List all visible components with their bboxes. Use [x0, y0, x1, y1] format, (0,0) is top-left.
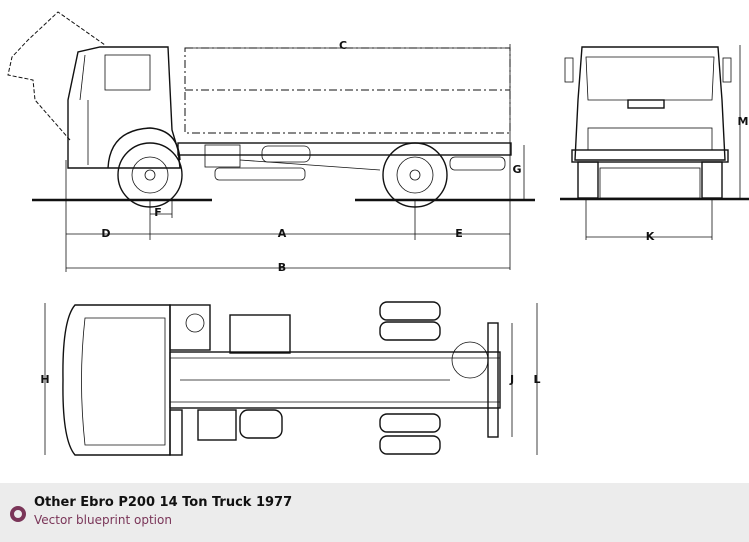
dim-label-m: M [738, 115, 749, 128]
dim-label-e: E [455, 227, 463, 240]
dim-label-g: G [512, 163, 521, 176]
top-view: H J L [40, 301, 541, 456]
truck-blueprint: C G F D A E B M K [7, 11, 749, 456]
dim-label-d: D [101, 227, 110, 240]
dim-label-h: H [40, 373, 49, 386]
caption-bar: Other Ebro P200 14 Ton Truck 1977 Vector… [0, 483, 749, 542]
side-view: C G F D A E B [7, 11, 535, 274]
caption-subtitle[interactable]: Vector blueprint option [34, 513, 172, 527]
caption-title[interactable]: Other Ebro P200 14 Ton Truck 1977 [34, 495, 293, 510]
dim-label-c: C [339, 39, 347, 52]
ring-icon [10, 506, 26, 522]
dim-label-f: F [154, 206, 162, 219]
front-view: M K [560, 45, 749, 243]
dim-label-b: B [278, 261, 286, 274]
dim-label-l: L [533, 373, 540, 386]
dim-label-j: J [509, 373, 514, 386]
dim-label-k: K [646, 230, 655, 243]
dim-label-a: A [278, 227, 287, 240]
